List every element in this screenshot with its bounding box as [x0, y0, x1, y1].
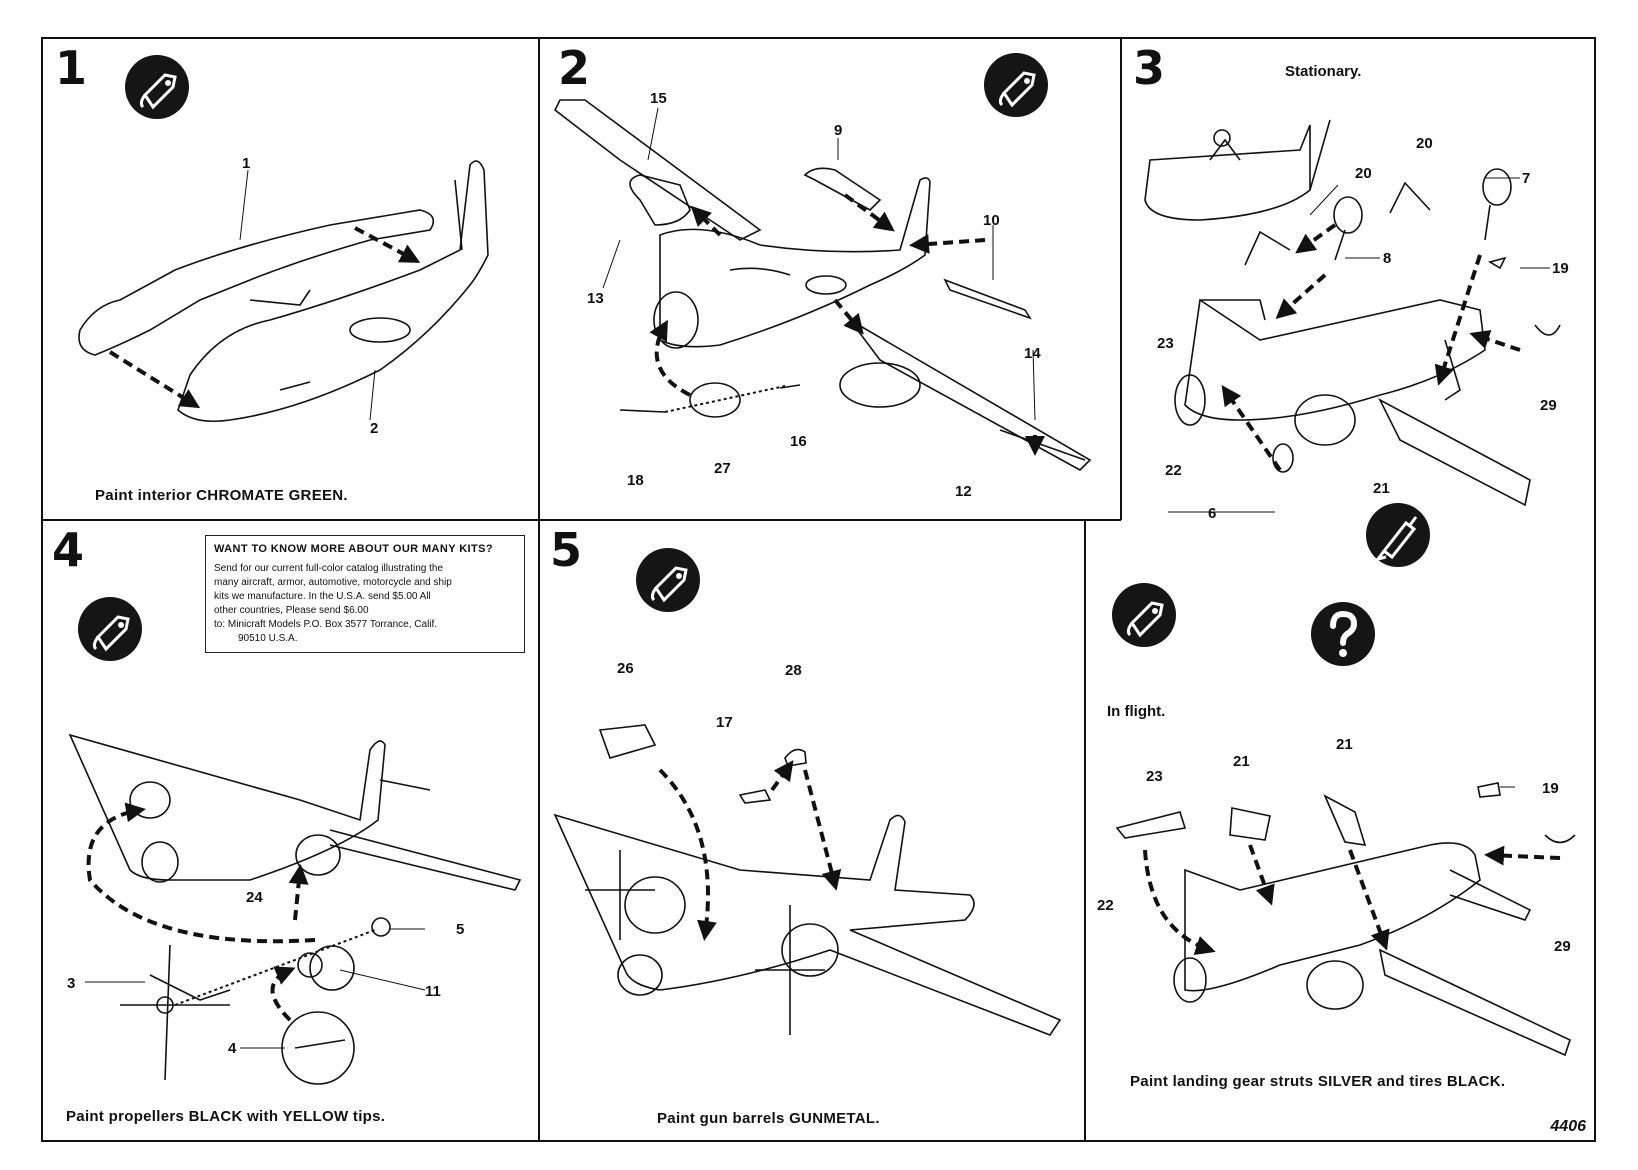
- step4-arrows: [86, 802, 316, 1022]
- part-label: 29: [1554, 938, 1571, 955]
- catalog-info-box: WANT TO KNOW MORE ABOUT OUR MANY KITS? S…: [205, 535, 525, 653]
- part-label: 9: [834, 122, 843, 139]
- part-label: 20: [1355, 165, 1372, 182]
- stationary-note: Stationary.: [1285, 63, 1362, 80]
- step1-caption: Paint interior CHROMATE GREEN.: [95, 487, 348, 504]
- question-mark-icon: [1311, 602, 1375, 666]
- part-label: 4: [228, 1040, 237, 1057]
- part-label: 23: [1157, 335, 1174, 352]
- part-label: 27: [714, 460, 731, 477]
- step-number-4: 4: [52, 523, 85, 577]
- step3-arrows: [1221, 223, 1521, 472]
- part-label: 21: [1336, 736, 1353, 753]
- info-line: Send for our current full-color catalog …: [214, 563, 444, 574]
- part-label: 19: [1542, 780, 1559, 797]
- step-number-5: 5: [550, 523, 583, 577]
- document-number: 4406: [1550, 1118, 1586, 1135]
- part-label: 6: [1208, 505, 1217, 522]
- part-label: 11: [425, 983, 441, 1000]
- part-label: 5: [456, 921, 465, 938]
- part-label: 21: [1373, 480, 1390, 497]
- step2-wing-drawing: [553, 99, 1092, 471]
- part-label: 22: [1165, 462, 1182, 479]
- paint-tag-icon: [78, 597, 142, 661]
- part-label: 15: [650, 90, 667, 107]
- part-label: 24: [246, 889, 263, 906]
- step4-caption: Paint propellers BLACK with YELLOW tips.: [66, 1108, 386, 1125]
- step3-aircraft-drawing: [1144, 119, 1531, 507]
- part-label: 21: [1233, 753, 1250, 770]
- part-label: 17: [716, 714, 733, 731]
- part-label: 20: [1416, 135, 1433, 152]
- step1-fuselage-drawing: [78, 160, 489, 423]
- part-label: 23: [1146, 768, 1163, 785]
- part-label: 1: [242, 155, 251, 172]
- part-label: 2: [370, 420, 379, 437]
- part-label: 28: [785, 662, 802, 679]
- step5-arrows: [658, 760, 842, 941]
- step6-caption: Paint landing gear struts SILVER and tir…: [1130, 1073, 1506, 1090]
- part-label: 8: [1383, 250, 1392, 267]
- step5-aircraft-drawing: [553, 724, 1062, 1036]
- paint-tag-icon: [984, 53, 1048, 117]
- step6-arrows: [1143, 844, 1561, 956]
- step2-arrows: [649, 193, 1045, 456]
- info-line: to: Minicraft Models P.O. Box 3577 Torra…: [214, 619, 438, 630]
- part-label: 22: [1097, 897, 1114, 914]
- outer-frame: [41, 37, 1596, 1142]
- part-label: 18: [627, 472, 644, 489]
- step6-aircraft-drawing: [1115, 782, 1576, 1057]
- info-line: many aircraft, armor, automotive, motorc…: [214, 577, 452, 588]
- in-flight-note: In flight.: [1107, 703, 1166, 720]
- step-number-3: 3: [1133, 41, 1166, 95]
- step4-aircraft-drawing: [68, 733, 522, 1085]
- paint-tag-icon: [636, 548, 700, 612]
- glue-tube-icon: [1366, 503, 1430, 567]
- part-label: 10: [983, 212, 1000, 229]
- part-label: 7: [1522, 170, 1531, 187]
- part-label: 3: [67, 975, 76, 992]
- part-label: 12: [955, 483, 972, 500]
- part-label: 16: [790, 433, 807, 450]
- info-line: kits we manufacture. In the U.S.A. send …: [214, 591, 431, 602]
- part-label: 13: [587, 290, 604, 307]
- part-label: 14: [1024, 345, 1041, 362]
- leader-lines: [85, 107, 1550, 1049]
- info-line: other countries, Please send $6.00: [214, 605, 369, 616]
- step5-caption: Paint gun barrels GUNMETAL.: [657, 1110, 880, 1127]
- part-label: 26: [617, 660, 634, 677]
- paint-tag-icon: [1112, 583, 1176, 647]
- info-line: 90510 U.S.A.: [238, 633, 298, 644]
- step-number-1: 1: [55, 41, 88, 95]
- part-label: 19: [1552, 260, 1569, 277]
- paint-tag-icon: [125, 55, 189, 119]
- step1-arrows: [108, 226, 421, 409]
- part-label: 29: [1540, 397, 1557, 414]
- step-number-2: 2: [558, 41, 591, 95]
- info-title: WANT TO KNOW MORE ABOUT OUR MANY KITS?: [214, 543, 493, 555]
